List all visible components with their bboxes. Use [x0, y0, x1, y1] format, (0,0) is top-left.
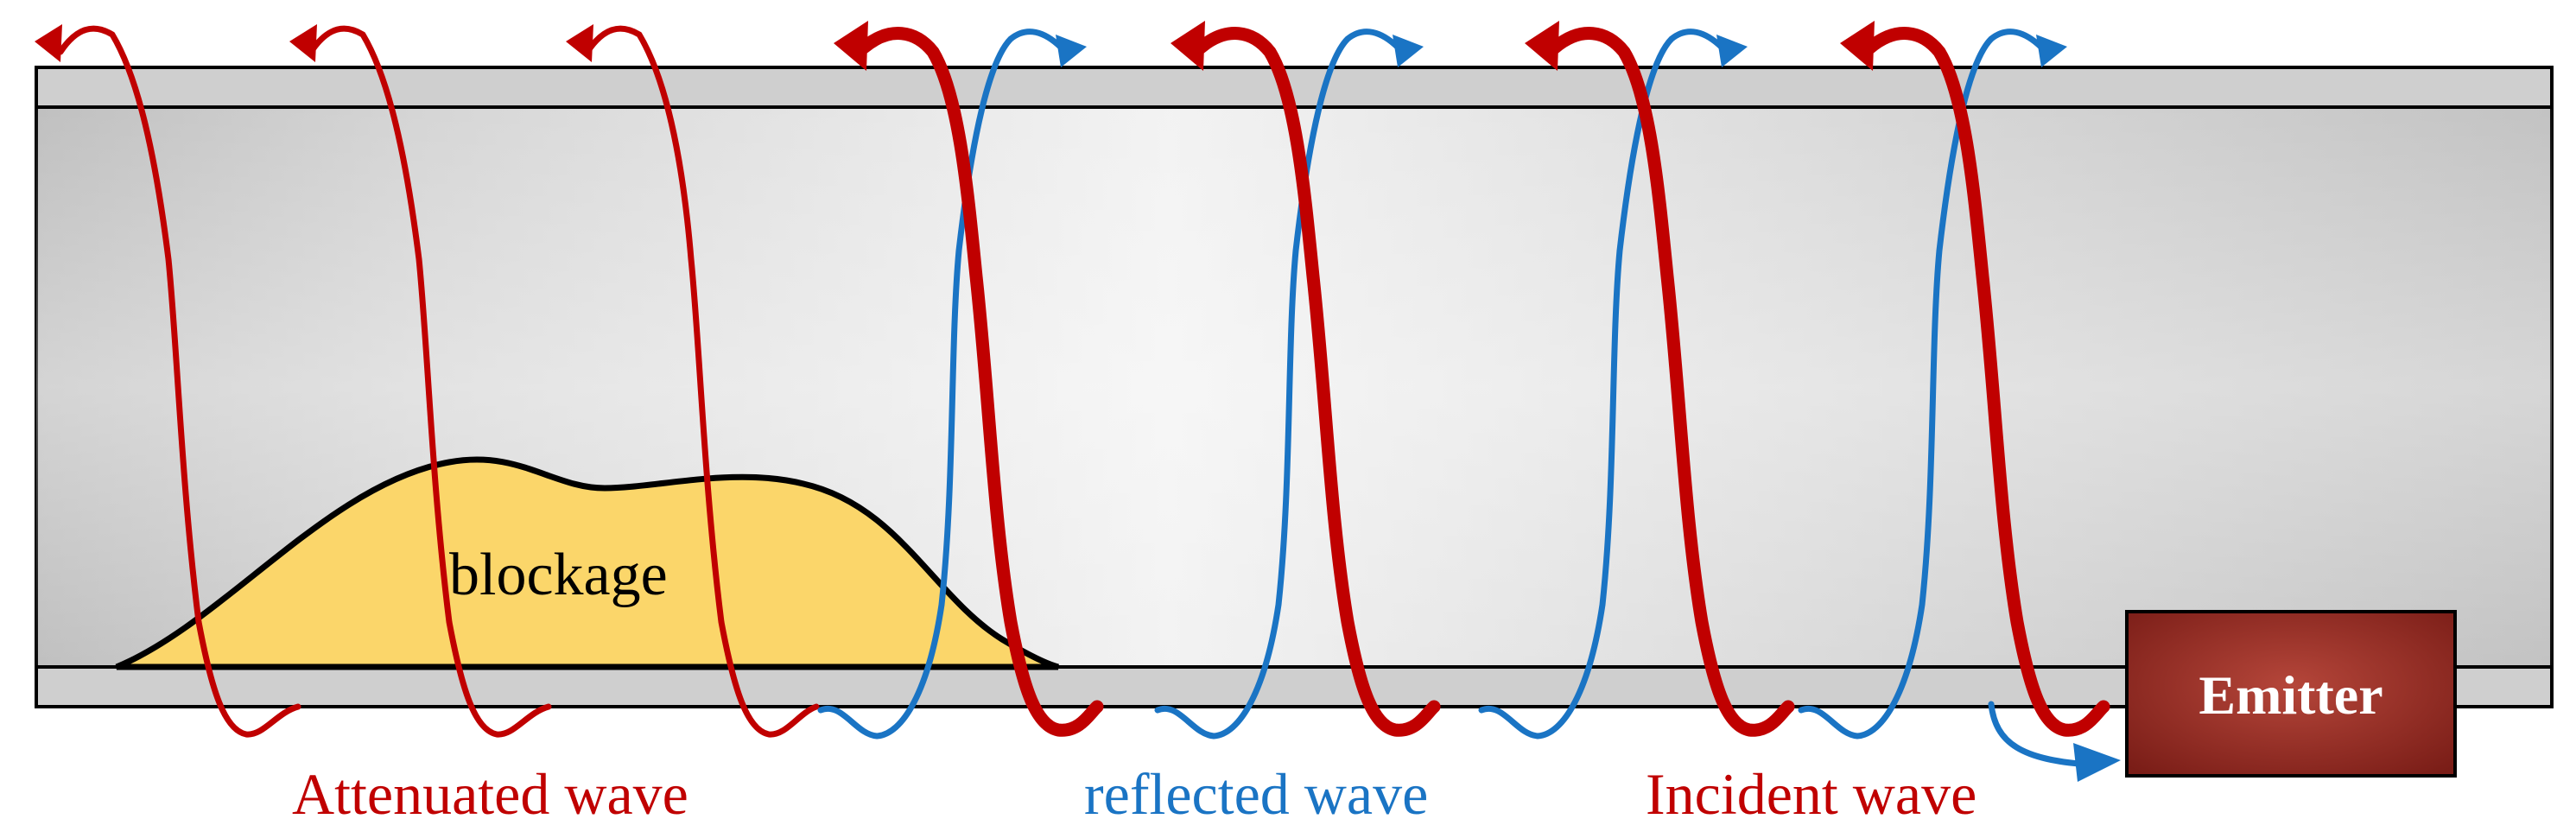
blockage-shape [115, 456, 1059, 670]
reflected-loop-1 [817, 29, 1070, 740]
reflected-arrow-3 [1716, 35, 1748, 67]
blockage: blockage [115, 456, 1059, 670]
attenuated-loop-3 [584, 25, 820, 738]
reflected-wave-label: reflected wave [1084, 761, 1428, 827]
reflected-source-curve [1988, 701, 2094, 768]
attenuated-wave [35, 24, 820, 738]
reflected-arrow-1 [1056, 35, 1087, 67]
blockage-label: blockage [449, 542, 668, 608]
attenuated-arrow-2 [289, 24, 317, 62]
reflected-wave [817, 29, 2121, 782]
reflected-loop-4 [1798, 29, 2051, 740]
reflected-source-arrow [2073, 743, 2121, 782]
incident-loop-3 [1548, 27, 1795, 737]
incident-loop-2 [1194, 27, 1441, 737]
incident-wave [834, 21, 2110, 737]
reflected-loop-3 [1478, 29, 1731, 740]
attenuated-loop-2 [308, 25, 552, 738]
reflected-arrow-2 [1393, 35, 1424, 67]
incident-loop-4 [1863, 27, 2110, 737]
attenuated-arrow-3 [566, 24, 593, 62]
reflected-loop-2 [1154, 29, 1407, 740]
emitter: Emitter [2125, 610, 2457, 778]
incident-arrow-1 [834, 21, 868, 71]
attenuated-arrow-1 [35, 24, 62, 62]
reflected-arrow-4 [2036, 35, 2067, 67]
incident-loop-1 [857, 27, 1104, 737]
emitter-label: Emitter [2198, 664, 2382, 726]
incident-arrow-4 [1840, 21, 1875, 71]
incident-arrow-3 [1525, 21, 1559, 71]
incident-arrow-2 [1171, 21, 1205, 71]
attenuated-loop-1 [57, 25, 301, 738]
attenuated-wave-label: Attenuated wave [292, 761, 688, 827]
emitter-box [2125, 610, 2457, 778]
incident-wave-label: Incident wave [1646, 761, 1976, 827]
